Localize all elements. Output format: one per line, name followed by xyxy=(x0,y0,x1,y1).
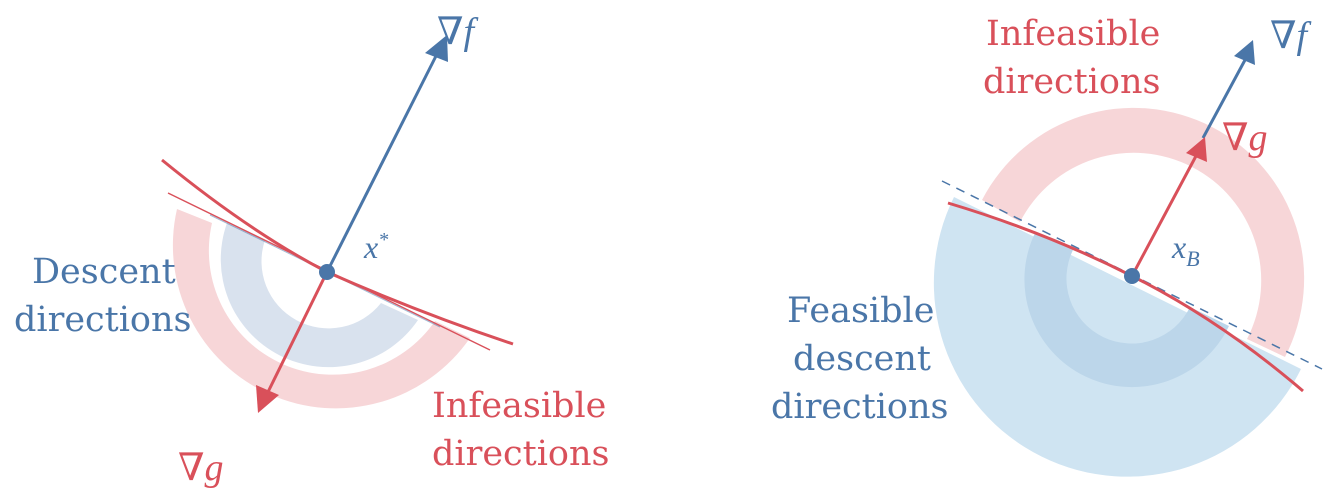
infeasible-label-left-line1: Infeasible xyxy=(432,386,606,426)
grad-g-label-right: ∇g xyxy=(1222,117,1268,159)
grad-g-label-left: ∇g xyxy=(178,447,224,489)
left-panel xyxy=(161,35,514,413)
infeasible-label-left-line2: directions xyxy=(432,434,609,474)
grad-g-arrow-left xyxy=(266,271,329,393)
feasible-region-right xyxy=(933,197,1301,477)
grad-f-label-left: ∇f xyxy=(437,11,479,53)
descent-label-line2: directions xyxy=(14,300,191,340)
feasible-descent-label-line1: Feasible xyxy=(787,291,934,331)
boundary-point-right xyxy=(1124,268,1140,284)
grad-f-label-right: ∇f xyxy=(1270,15,1312,57)
x-b-label: xB xyxy=(1171,229,1200,271)
infeasible-label-right-line1: Infeasible xyxy=(986,14,1160,54)
right-panel xyxy=(933,40,1323,477)
feasible-descent-label-line2: descent xyxy=(793,339,931,379)
descent-arc-left xyxy=(220,223,418,368)
x-star-label: x* xyxy=(363,229,388,265)
feasible-descent-label-line3: directions xyxy=(771,387,948,427)
descent-label-line1: Descent xyxy=(32,252,176,292)
infeasible-arc-left xyxy=(172,209,470,409)
grad-g-arrowhead-right xyxy=(1186,137,1207,162)
grad-f-arrowhead-left xyxy=(425,35,448,62)
grad-f-arrow-right xyxy=(1201,59,1247,139)
infeasible-label-right-line2: directions xyxy=(983,62,1160,102)
grad-g-arrowhead-left xyxy=(256,385,279,413)
feasible-descent-arc-right xyxy=(1024,233,1229,388)
infeasible-ring-right xyxy=(982,107,1305,357)
grad-f-arrowhead-right xyxy=(1234,40,1255,65)
grad-g-arrow-right xyxy=(1130,155,1198,277)
optimal-point-left xyxy=(319,264,335,280)
grad-f-arrow-left xyxy=(325,55,438,273)
